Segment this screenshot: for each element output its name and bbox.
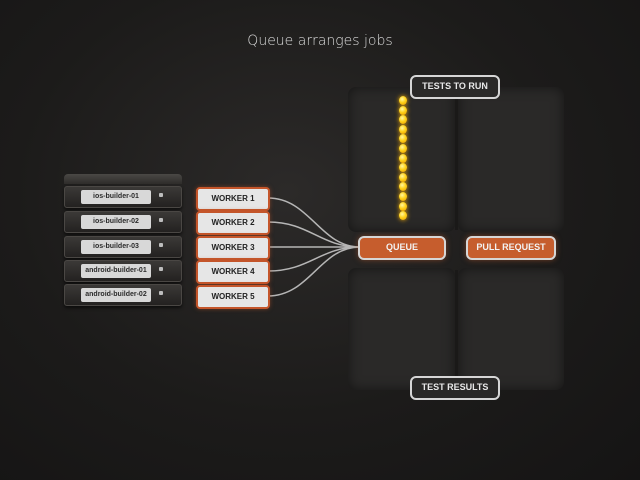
server-led-icon [159, 218, 163, 222]
server-label: ios-builder-02 [81, 215, 151, 229]
job-dot [399, 192, 407, 201]
job-dot [399, 163, 407, 173]
job-dot [399, 124, 407, 134]
job-dot [399, 211, 407, 221]
worker-node: WORKER 4 [196, 260, 270, 284]
job-dot [399, 144, 407, 153]
panel-bottom-right [458, 268, 564, 390]
grid-divider [455, 270, 458, 388]
server-unit: android-builder-02 [64, 284, 182, 306]
worker-node: WORKER 1 [196, 187, 270, 211]
server-label: android-builder-01 [81, 264, 151, 278]
link-worker-1 [267, 197, 361, 248]
server-unit: ios-builder-03 [64, 236, 182, 258]
worker-node: WORKER 3 [196, 236, 270, 260]
server-rack-top [64, 174, 182, 184]
server-led-icon [159, 243, 163, 247]
server-led-icon [159, 193, 163, 197]
server-led-icon [159, 291, 163, 295]
job-dot [399, 182, 407, 192]
link-worker-2 [267, 221, 361, 248]
panel-top-right [458, 87, 564, 232]
job-dot [399, 172, 407, 182]
link-worker-4 [267, 246, 361, 272]
job-dot [399, 105, 407, 115]
job-dot [399, 153, 407, 163]
server-label: android-builder-02 [81, 288, 151, 302]
job-dot [399, 96, 407, 105]
diagram-title: Queue arranges jobs [247, 33, 393, 49]
server-label: ios-builder-01 [81, 190, 151, 204]
job-dot [399, 134, 407, 144]
pull-request-node: PULL REQUEST [466, 236, 556, 260]
grid-divider [455, 90, 458, 230]
job-dot [399, 201, 407, 211]
worker-node: WORKER 2 [196, 211, 270, 235]
test-results-node: TEST RESULTS [410, 376, 500, 400]
job-dot [399, 115, 407, 125]
server-led-icon [159, 267, 163, 271]
link-worker-5 [267, 246, 361, 297]
worker-node: WORKER 5 [196, 285, 270, 309]
queue-node: QUEUE [358, 236, 446, 260]
panel-bottom-left [348, 268, 455, 390]
server-label: ios-builder-03 [81, 240, 151, 254]
server-unit: ios-builder-01 [64, 186, 182, 208]
server-unit: android-builder-01 [64, 260, 182, 282]
server-unit: ios-builder-02 [64, 211, 182, 233]
tests-to-run-node: TESTS TO RUN [410, 75, 500, 99]
